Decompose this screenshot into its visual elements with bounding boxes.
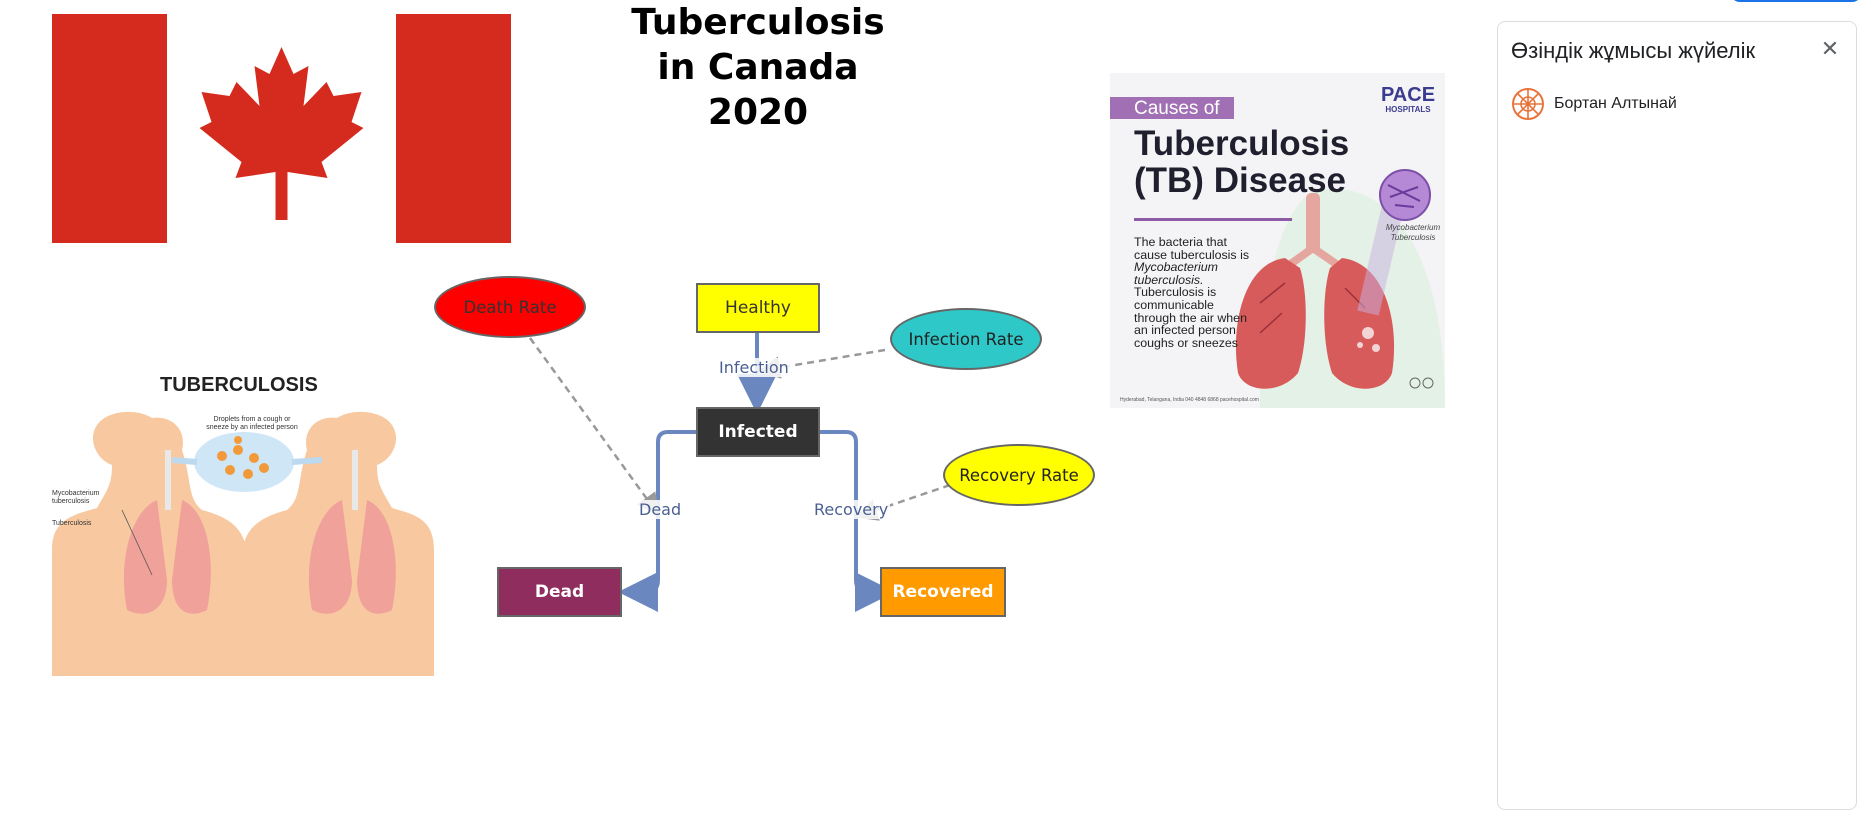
- pace-logo-big: PACE: [1380, 84, 1436, 106]
- title-line-2: in Canada: [657, 47, 859, 88]
- title-line-3: 2020: [707, 92, 809, 133]
- poster-heading-line-1: Tuberculosis: [1134, 124, 1350, 163]
- top-action-button[interactable]: [1730, 0, 1862, 2]
- tubercle-label: Tuberculosis: [52, 520, 92, 527]
- tb-transmission-illustration: TUBERCULOSIS Droplets from a cough or sn…: [52, 370, 434, 676]
- poster-heading: Tuberculosis (TB) Disease: [1134, 125, 1349, 199]
- side-panel-title: Өзіндік жұмысы жүйелік: [1511, 38, 1756, 63]
- node-infected[interactable]: Infected: [696, 407, 820, 457]
- influence-death-rate: [528, 337, 660, 517]
- pace-hospitals-logo: PACE HOSPITALS: [1380, 85, 1436, 114]
- edge-label-infection: Infection: [717, 358, 791, 377]
- node-infection-rate-label: Infection Rate: [908, 329, 1024, 349]
- canada-flag-image: [52, 14, 511, 243]
- node-dead-label: Dead: [534, 582, 585, 602]
- tb-causes-poster: Causes of Tuberculosis (TB) Disease The …: [1110, 73, 1445, 408]
- poster-body-post: Tuberculosis is communicable through the…: [1134, 285, 1247, 350]
- node-death-rate-label: Death Rate: [463, 297, 557, 317]
- poster-heading-line-2: (TB) Disease: [1134, 161, 1347, 200]
- tb-flow-diagram: Healthy Infected Dead Recovered Death Ra…: [420, 270, 1120, 630]
- page-title: Tuberculosis in Canada 2020: [600, 0, 916, 135]
- node-dead[interactable]: Dead: [497, 567, 622, 617]
- user-entry[interactable]: Бортан Алтынай: [1512, 88, 1677, 120]
- tb-people-illustration: [52, 411, 434, 676]
- poster-myco-label: Mycobacterium Tuberculosis: [1385, 223, 1441, 242]
- lungs-illustration: [1235, 169, 1445, 408]
- poster-divider: [1134, 218, 1292, 221]
- node-recovery-rate-label: Recovery Rate: [959, 465, 1079, 485]
- myco-label: Mycobacterium tuberculosis: [52, 490, 100, 505]
- side-panel: Өзіндік жұмысы жүйелік ✕ Бортан Алтынай: [1497, 21, 1857, 810]
- node-recovered[interactable]: Recovered: [880, 567, 1006, 617]
- poster-causes-bar: [1110, 97, 1234, 119]
- avatar: [1512, 88, 1544, 120]
- node-healthy-label: Healthy: [725, 298, 791, 318]
- tb-illustration-title: TUBERCULOSIS: [160, 374, 318, 396]
- node-infection-rate[interactable]: Infection Rate: [890, 308, 1042, 370]
- droplets-label: Droplets from a cough or sneeze by an in…: [206, 416, 298, 431]
- poster-causes-label: Causes of: [1134, 98, 1220, 119]
- poster-body-em: Mycobacterium tuberculosis.: [1134, 260, 1219, 287]
- poster-body-text: The bacteria that cause tuberculosis is …: [1134, 236, 1254, 349]
- node-healthy[interactable]: Healthy: [696, 283, 820, 333]
- poster-body-pre: The bacteria that cause tuberculosis is: [1134, 235, 1250, 262]
- node-recovered-label: Recovered: [892, 582, 994, 602]
- user-name: Бортан Алтынай: [1554, 95, 1677, 112]
- title-line-1: Tuberculosis: [631, 2, 885, 43]
- edge-label-recovery: Recovery: [812, 500, 891, 519]
- close-icon[interactable]: ✕: [1820, 37, 1840, 62]
- poster-footer: Hyderabad, Telangana, India 040 4848 686…: [1120, 397, 1259, 403]
- pace-logo-small: HOSPITALS: [1385, 105, 1431, 114]
- node-infected-label: Infected: [718, 422, 798, 442]
- maple-leaf-icon: [199, 47, 364, 220]
- edge-label-dead: Dead: [637, 500, 684, 519]
- node-recovery-rate[interactable]: Recovery Rate: [943, 444, 1095, 506]
- node-death-rate[interactable]: Death Rate: [434, 276, 586, 338]
